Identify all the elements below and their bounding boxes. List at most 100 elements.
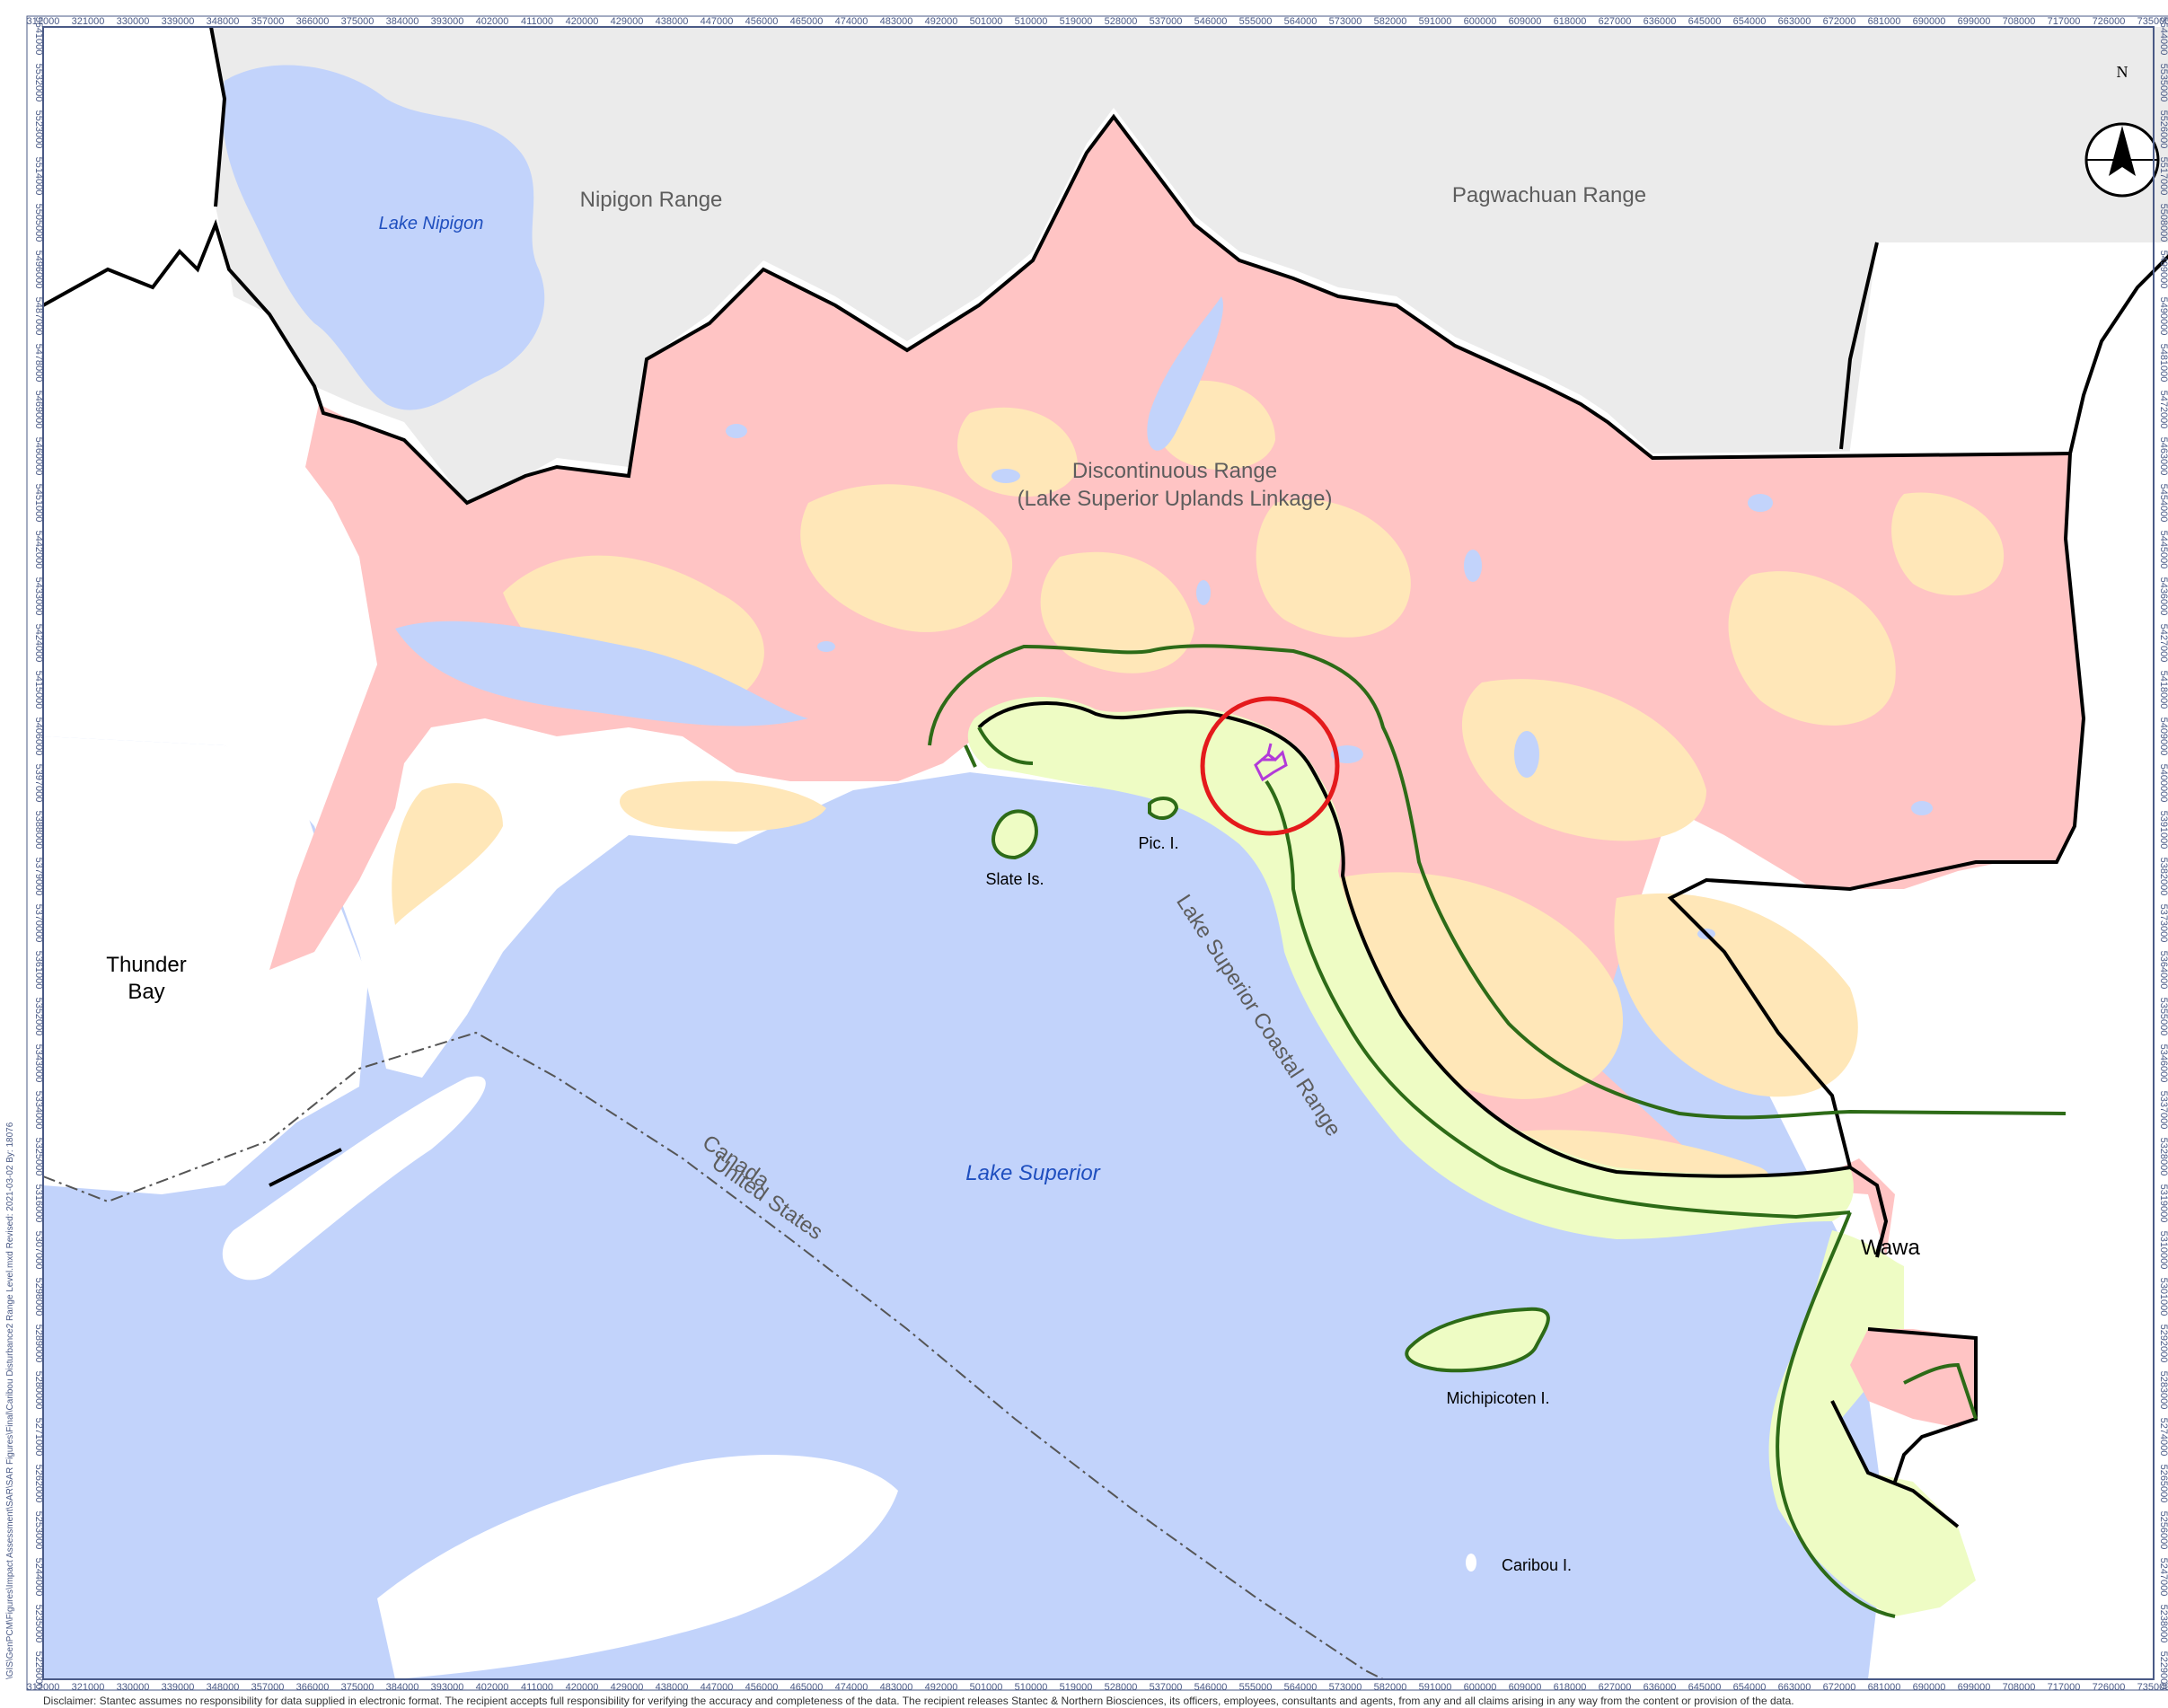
keweenaw-peninsula — [377, 1455, 898, 1679]
x-tick-label: 420000 — [566, 16, 599, 27]
michipicoten-island — [1405, 1307, 1550, 1373]
y-tick-label: 5424000 — [33, 624, 44, 663]
y-tick-label: 5298000 — [33, 1278, 44, 1316]
study-area-circle — [1200, 696, 1340, 836]
michipicoten-island-label: Michipicoten I. — [1446, 1389, 1549, 1407]
x-tick-label: 564000 — [1284, 1682, 1318, 1693]
x-tick-label: 546000 — [1194, 16, 1228, 27]
file-path-note: \GIS\GenPCM\Figures\Impact Assessment\SA… — [5, 1122, 15, 1679]
y-tick-label: 5274000 — [2158, 1418, 2168, 1457]
y-tick-label: 5517000 — [2158, 157, 2168, 196]
x-tick-label: 726000 — [2093, 16, 2126, 27]
project-site — [1254, 743, 1288, 782]
x-tick-label: 375000 — [341, 1682, 375, 1693]
x-tick-label: 447000 — [701, 16, 734, 27]
y-tick-label: 5262000 — [33, 1465, 44, 1503]
slate-islands-label: Slate Is. — [985, 870, 1044, 888]
discontinuous-range-label: Discontinuous Range — [1072, 459, 1277, 483]
x-tick-label: 627000 — [1599, 1682, 1632, 1693]
y-tick-label: 5451000 — [33, 484, 44, 523]
x-tick-label: 348000 — [207, 1682, 240, 1693]
y-tick-label: 5370000 — [33, 904, 44, 943]
y-tick-label: 5508000 — [2158, 204, 2168, 242]
slate-islands — [991, 809, 1038, 860]
x-tick-label: 312000 — [27, 16, 60, 27]
thunder-bay-label-1: Thunder — [106, 953, 186, 977]
y-tick-label: 5442000 — [33, 531, 44, 569]
y-tick-label: 5388000 — [33, 811, 44, 850]
y-tick-label: 5238000 — [2158, 1605, 2168, 1643]
y-tick-label: 5541000 — [33, 17, 44, 56]
international-border — [42, 1031, 1384, 1680]
y-tick-label: 5253000 — [33, 1511, 44, 1550]
pic-island — [1148, 797, 1179, 820]
x-tick-label: 339000 — [162, 16, 195, 27]
x-tick-label: 672000 — [1823, 1682, 1856, 1693]
y-tick-label: 5256000 — [2158, 1511, 2168, 1550]
x-tick-label: 582000 — [1374, 1682, 1407, 1693]
y-tick-label: 5535000 — [2158, 64, 2168, 102]
x-tick-label: 321000 — [72, 16, 105, 27]
y-tick-label: 5229000 — [2158, 1651, 2168, 1690]
y-tick-label: 5310000 — [2158, 1231, 2168, 1270]
x-tick-label: 573000 — [1329, 16, 1362, 27]
x-tick-label: 618000 — [1554, 16, 1587, 27]
x-tick-label: 708000 — [2003, 1682, 2036, 1693]
y-tick-label: 5406000 — [33, 718, 44, 756]
north-arrow-label: N — [2117, 63, 2128, 81]
x-tick-label: 528000 — [1105, 1682, 1138, 1693]
x-tick-label: 690000 — [1913, 1682, 1946, 1693]
x-tick-label: 465000 — [790, 1682, 824, 1693]
x-tick-label: 636000 — [1644, 16, 1677, 27]
pagwachuan-range-label: Pagwachuan Range — [1452, 183, 1646, 207]
x-tick-label: 582000 — [1374, 16, 1407, 27]
y-tick-label: 5382000 — [2158, 858, 2168, 896]
map-border — [42, 26, 2155, 1680]
x-tick-label: 618000 — [1554, 1682, 1587, 1693]
nipigon-range-area — [43, 27, 2168, 503]
x-tick-label: 456000 — [745, 16, 779, 27]
x-tick-label: 528000 — [1105, 16, 1138, 27]
x-tick-label: 699000 — [1958, 16, 1991, 27]
x-tick-label: 690000 — [1913, 16, 1946, 27]
x-tick-label: 555000 — [1239, 1682, 1273, 1693]
green-boundaries — [928, 644, 2067, 1618]
y-tick-label: 5328000 — [2158, 1138, 2168, 1176]
y-tick-label: 5490000 — [2158, 297, 2168, 336]
x-tick-label: 483000 — [880, 16, 913, 27]
x-tick-label: 591000 — [1419, 16, 1452, 27]
isle-royale — [222, 1076, 486, 1281]
y-tick-label: 5247000 — [2158, 1558, 2168, 1597]
x-tick-label: 411000 — [521, 16, 553, 27]
thunder-bay-label-2: Bay — [128, 980, 164, 1004]
x-tick-label: 474000 — [835, 1682, 868, 1693]
lake-nipigon-label: Lake Nipigon — [379, 214, 484, 233]
y-tick-label: 5496000 — [33, 251, 44, 289]
y-tick-label: 5460000 — [33, 437, 44, 476]
y-tick-label: 5265000 — [2158, 1465, 2168, 1503]
y-tick-label: 5445000 — [2158, 531, 2168, 569]
y-tick-label: 5343000 — [33, 1044, 44, 1083]
x-tick-label: 717000 — [2048, 1682, 2081, 1693]
y-tick-label: 5436000 — [2158, 577, 2168, 616]
x-tick-label: 663000 — [1778, 1682, 1811, 1693]
x-tick-label: 492000 — [925, 1682, 958, 1693]
sibley-peninsula — [43, 736, 368, 1194]
x-tick-label: 357000 — [251, 1682, 285, 1693]
x-tick-label: 357000 — [251, 16, 285, 27]
x-tick-label: 654000 — [1733, 16, 1767, 27]
y-tick-label: 5454000 — [2158, 484, 2168, 523]
y-tick-label: 5379000 — [33, 858, 44, 896]
x-tick-label: 447000 — [701, 1682, 734, 1693]
y-tick-label: 5280000 — [33, 1371, 44, 1410]
x-tick-label: 330000 — [117, 16, 150, 27]
x-tick-label: 636000 — [1644, 1682, 1677, 1693]
pic-island-label: Pic. I. — [1138, 834, 1178, 852]
y-tick-label: 5514000 — [33, 157, 44, 196]
x-tick-label: 555000 — [1239, 16, 1273, 27]
x-tick-label: 420000 — [566, 1682, 599, 1693]
y-tick-label: 5316000 — [33, 1184, 44, 1223]
y-tick-label: 5397000 — [33, 764, 44, 803]
x-tick-label: 393000 — [431, 1682, 464, 1693]
